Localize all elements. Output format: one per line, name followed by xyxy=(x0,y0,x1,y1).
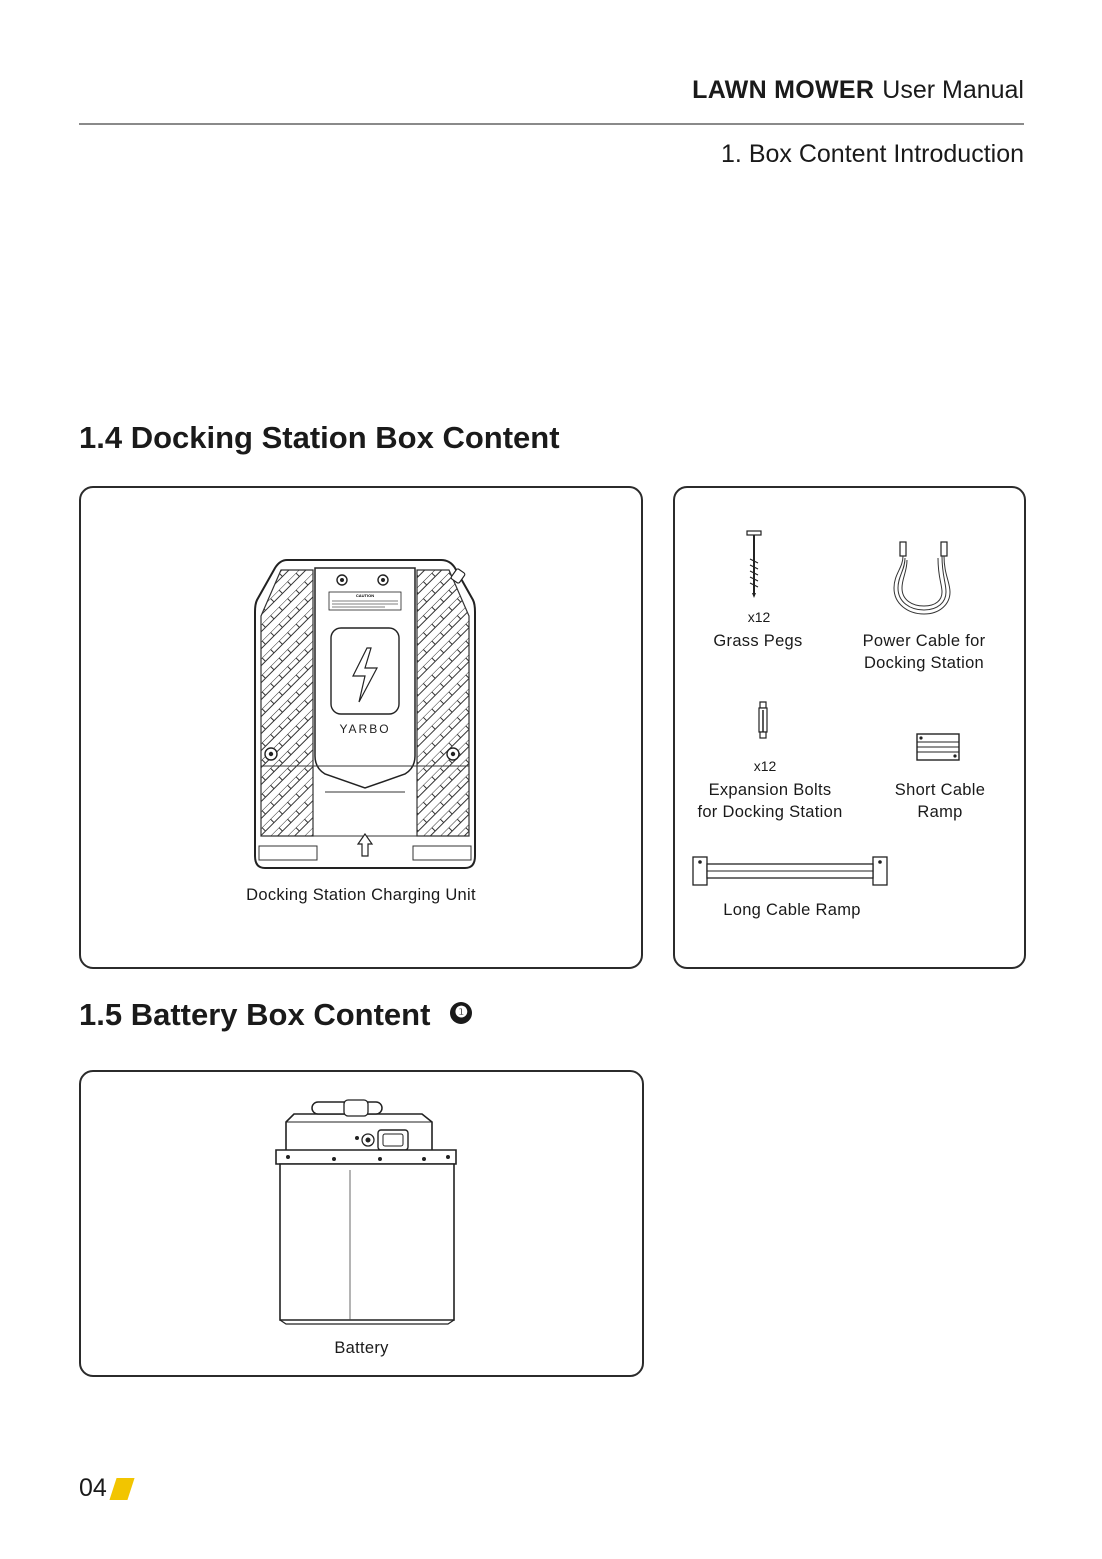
docking-station-label: Docking Station Charging Unit xyxy=(246,886,476,904)
short-cable-ramp-label-line1: Short Cable xyxy=(894,781,986,799)
expansion-bolts-label-line2: for Docking Station xyxy=(697,803,843,821)
expansion-bolts-label-line1: Expansion Bolts xyxy=(708,781,832,799)
note-marker-icon: ❶ xyxy=(450,1001,473,1024)
short-cable-ramp-icon xyxy=(916,733,960,761)
caution-label: CAUTION xyxy=(356,593,374,598)
power-cable-icon xyxy=(893,541,951,615)
docking-station-panel xyxy=(79,486,643,969)
page-accent-mark xyxy=(109,1478,135,1500)
power-cable-label-line1: Power Cable for xyxy=(862,632,986,650)
brand-name: LAWN MOWER xyxy=(692,76,875,104)
battery-illustration xyxy=(275,1099,457,1325)
section-title-battery: 1.5 Battery Box Content ❶ xyxy=(79,997,473,1033)
grass-pegs-label: Grass Pegs xyxy=(713,632,803,650)
header-divider xyxy=(79,123,1024,125)
expansion-bolts-quantity: x12 xyxy=(753,758,777,774)
battery-panel xyxy=(79,1070,644,1377)
long-cable-ramp-icon xyxy=(692,856,888,886)
chapter-title: 1. Box Content Introduction xyxy=(721,140,1024,168)
grass-pegs-quantity: x12 xyxy=(747,609,771,625)
battery-label: Battery xyxy=(334,1339,389,1357)
grass-peg-icon xyxy=(746,530,762,598)
long-cable-ramp-label: Long Cable Ramp xyxy=(723,901,861,919)
section-title-docking: 1.4 Docking Station Box Content xyxy=(79,420,560,455)
page-number: 04 xyxy=(79,1474,107,1502)
manual-title: User Manual xyxy=(882,76,1024,104)
power-cable-label-line2: Docking Station xyxy=(863,654,985,672)
yarbo-logo: YARBO xyxy=(339,722,390,736)
accessories-panel xyxy=(673,486,1026,969)
battery-section-title-text: 1.5 Battery Box Content xyxy=(79,997,431,1032)
short-cable-ramp-label-line2: Ramp xyxy=(917,803,963,821)
docking-station-illustration: CAUTION YARBO xyxy=(254,559,476,869)
expansion-bolt-icon xyxy=(758,701,768,739)
